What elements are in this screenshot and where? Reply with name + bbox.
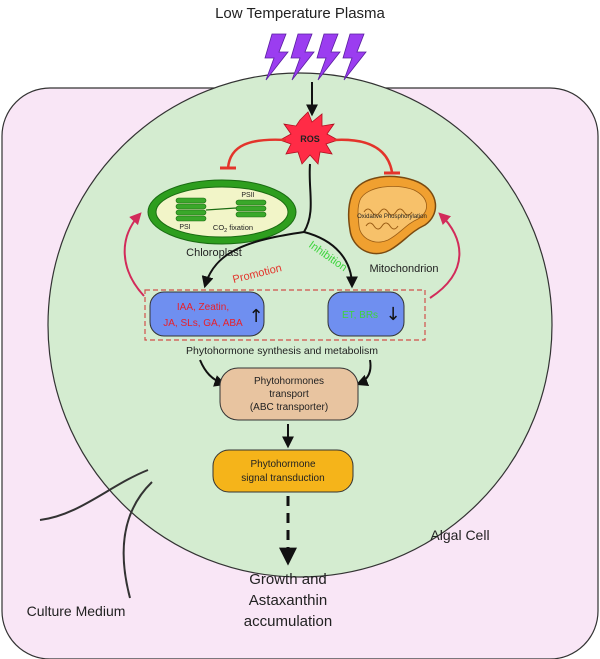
culture-medium-label: Culture Medium (27, 603, 126, 619)
transport-line2: transport (269, 389, 309, 400)
ros-burst-icon (279, 111, 339, 165)
phytohormone-group-box (144, 289, 426, 341)
inhibited-to-transport-arrow (355, 359, 372, 386)
lightning-icon (264, 33, 367, 81)
transport-line3: (ABC transporter) (250, 402, 328, 413)
signal-box (212, 449, 354, 493)
ros-downstream-line (303, 163, 312, 233)
chloroplast-co2-label: CO2 fixation (213, 223, 253, 234)
transport-box (219, 367, 359, 421)
transport-line1: Phytohormones (254, 376, 324, 387)
feedback-arrow-chloroplast (123, 212, 145, 297)
outcome-line3: accumulation (244, 613, 332, 630)
mitochondrion-inner-label: Oxidative Phosphorylation (357, 214, 427, 220)
inhibition-arrow (303, 231, 358, 289)
flagellum-1 (39, 469, 149, 521)
chloroplast-psi-label: PSI (179, 224, 190, 231)
chloroplast-psii-label: PSII (241, 192, 254, 199)
mitochondrion-label: Mitochondrion (369, 263, 438, 275)
chloroplast-label: Chloroplast (186, 247, 242, 259)
inhibited-hormones-box (327, 291, 405, 337)
down-arrow-icon: ↓ (385, 304, 400, 325)
outcome-line2: Astaxanthin (249, 592, 327, 609)
up-arrow-icon: ↑ (248, 306, 263, 327)
algal-cell-label: Algal Cell (430, 527, 489, 543)
outcome-line1: Growth and (249, 571, 327, 588)
chloroplast (147, 179, 297, 245)
promotion-arrow (201, 231, 305, 289)
title-label: Low Temperature Plasma (215, 5, 385, 22)
promoted-hormones-line1: IAA, Zeatin, (177, 302, 229, 313)
inhibited-hormones-label: ET, BRs (342, 310, 378, 321)
signal-line2: signal transduction (241, 473, 324, 484)
promoted-hormones-line2: JA, SLs, GA, ABA (163, 318, 243, 329)
mitochondrion (347, 175, 437, 255)
feedback-arrow-mitochondrion (429, 212, 461, 299)
signal-line1: Phytohormone (250, 459, 315, 470)
promoted-hormones-box (149, 291, 265, 337)
flagellum-2 (122, 481, 153, 599)
ros-label: ROS (300, 134, 320, 144)
ros-inhibits-mitochondrion (333, 138, 394, 173)
synthesis-label: Phytohormone synthesis and metabolism (186, 345, 378, 357)
ros-inhibits-chloroplast (226, 138, 287, 169)
